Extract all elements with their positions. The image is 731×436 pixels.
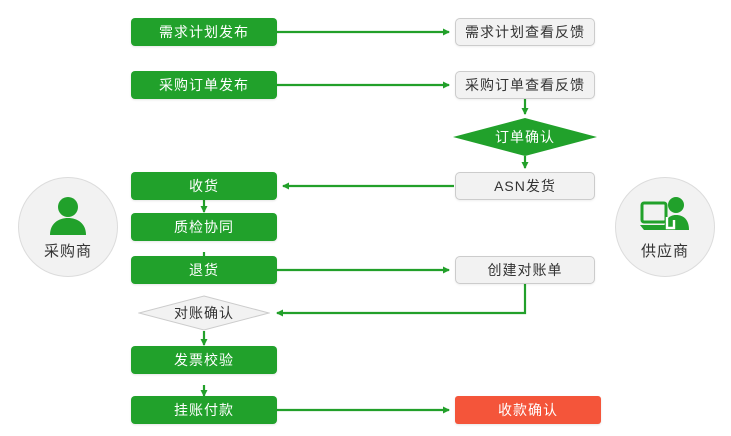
node-label: 退货 — [189, 262, 219, 278]
node-create-statement[interactable]: 创建对账单 — [455, 256, 595, 284]
diamond-shape — [138, 295, 270, 331]
node-label: 需求计划发布 — [159, 24, 249, 40]
node-label: 挂账付款 — [174, 402, 234, 418]
node-receipt-confirm[interactable]: 收款确认 — [455, 396, 601, 424]
node-demand-plan-feedback[interactable]: 需求计划查看反馈 — [455, 18, 595, 46]
node-po-publish[interactable]: 采购订单发布 — [131, 71, 277, 99]
node-label: 收货 — [189, 178, 219, 194]
node-label: 对账确认 — [174, 305, 234, 321]
node-order-confirm[interactable]: 订单确认 — [452, 117, 598, 157]
actor-buyer-label: 采购商 — [43, 242, 92, 260]
node-demand-plan-publish[interactable]: 需求计划发布 — [131, 18, 277, 46]
node-payable-payment[interactable]: 挂账付款 — [131, 396, 277, 424]
node-qc-collab[interactable]: 质检协同 — [131, 213, 277, 241]
node-po-feedback[interactable]: 采购订单查看反馈 — [455, 71, 595, 99]
edge-statement-to-confirm — [276, 284, 527, 317]
node-asn-ship[interactable]: ASN发货 — [455, 172, 595, 200]
person-at-computer-icon — [640, 196, 689, 230]
node-label: 创建对账单 — [487, 262, 563, 278]
node-invoice-verify[interactable]: 发票校验 — [131, 346, 277, 374]
diamond-shape — [453, 118, 597, 156]
node-label: 收款确认 — [498, 402, 558, 418]
node-label: 质检协同 — [174, 219, 234, 235]
node-label: ASN发货 — [494, 178, 556, 194]
node-label: 订单确认 — [495, 129, 555, 145]
node-label: 采购订单查看反馈 — [465, 77, 585, 93]
actor-buyer[interactable]: 采购商 — [18, 177, 118, 277]
node-label: 需求计划查看反馈 — [465, 24, 585, 40]
node-statement-confirm[interactable]: 对账确认 — [138, 295, 270, 331]
actor-supplier-label: 供应商 — [640, 242, 689, 260]
actor-supplier[interactable]: 供应商 — [615, 177, 715, 277]
node-receive-goods[interactable]: 收货 — [131, 172, 277, 200]
node-label: 采购订单发布 — [159, 77, 249, 93]
node-return-goods[interactable]: 退货 — [131, 256, 277, 284]
node-label: 发票校验 — [174, 352, 234, 368]
person-icon — [50, 196, 86, 235]
